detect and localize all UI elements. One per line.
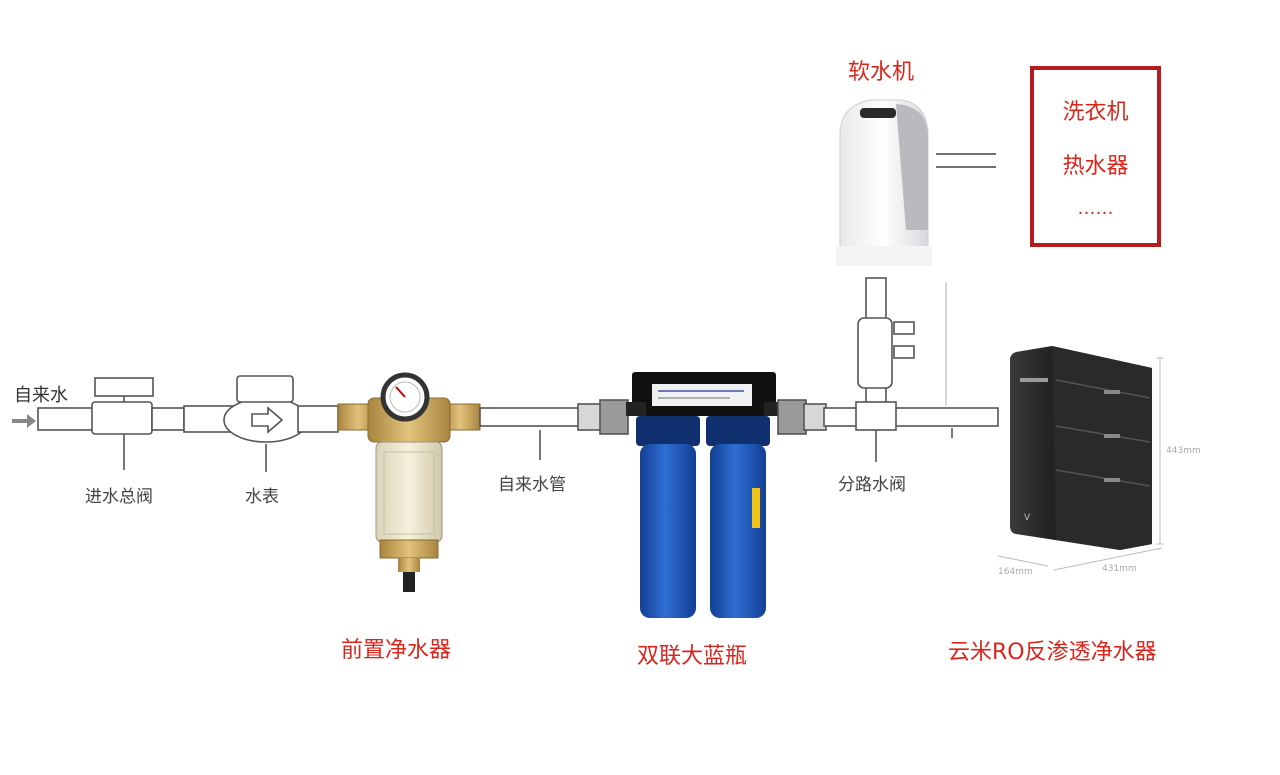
pressure-gauge-icon [380,372,430,422]
inlet-arrow-icon [12,414,36,428]
more-appliances-label: …… [1077,198,1114,219]
washer-label: 洗衣机 [1062,100,1129,125]
svg-text:V: V [1024,513,1031,523]
big-blue-filter [626,372,784,618]
appliance-box: 洗衣机 热水器 …… [1030,66,1161,247]
tap-pipe-label: 自来水管 [498,475,566,495]
depth-dimension: 164mm [998,567,1033,577]
ro-purifier: V [1010,346,1152,550]
water-meter [183,375,339,472]
heater-label: 热水器 [1062,154,1129,179]
big-blue-label: 双联大蓝瓶 [637,644,748,669]
branch-valve [855,277,953,462]
branch-valve-label: 分路水阀 [838,475,906,495]
softener-link [936,153,996,168]
ro-purifier-label: 云米RO反渗透净水器 [948,640,1157,665]
main-valve-label: 进水总阀 [85,487,153,507]
main-valve [37,377,185,470]
pre-filter-label: 前置净水器 [341,638,452,663]
height-dimension: 443mm [1166,446,1201,456]
ro-dimension-lines [997,357,1164,571]
softener-label: 软水机 [848,60,915,85]
tap-water-label: 自来水 [14,385,68,406]
water-meter-label: 水表 [245,487,279,507]
tap-water-pipe [479,399,629,460]
width-dimension: 431mm [1102,564,1137,574]
water-softener [836,99,932,266]
